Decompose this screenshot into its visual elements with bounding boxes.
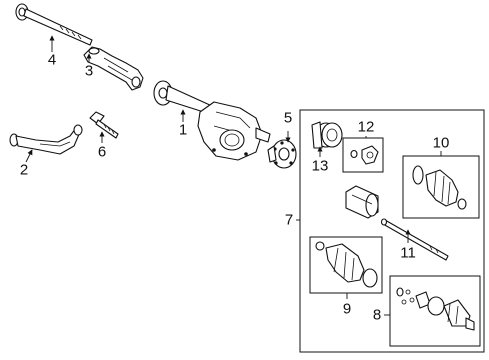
- callout-6: 6: [97, 143, 107, 161]
- stud-bolt: [89, 111, 119, 139]
- output-flange: [311, 121, 343, 149]
- callout-10: 10: [432, 134, 450, 152]
- halfshaft-assembly-box: [299, 109, 485, 353]
- callout-5: 5: [283, 109, 293, 127]
- callout-9: 9: [342, 300, 352, 318]
- callout-4: 4: [47, 51, 57, 69]
- leader-lines: [25, 35, 442, 316]
- differential-housing: [153, 80, 271, 161]
- seal-kit-parts: [350, 145, 379, 165]
- callout-3: 3: [84, 62, 94, 80]
- cv-joint-kit-box: [389, 275, 481, 347]
- axle-housing-tube: [83, 46, 144, 91]
- callout-1: 1: [178, 121, 188, 139]
- cv-joint-kit-parts: [396, 287, 475, 331]
- boot-damper: [345, 185, 379, 219]
- inner-boot-kit-box: [309, 236, 383, 294]
- seal-kit-box: [342, 137, 384, 173]
- callout-11: 11: [400, 244, 416, 262]
- outer-boot-kit-parts: [412, 165, 467, 210]
- callout-12: 12: [357, 118, 375, 136]
- control-arm: [9, 124, 83, 155]
- axle-shaft: [15, 3, 93, 46]
- intermediate-shaft: [380, 218, 449, 261]
- callout-13: 13: [311, 157, 329, 175]
- inner-boot-kit-parts: [315, 241, 378, 288]
- callout-8: 8: [372, 306, 382, 324]
- hub-flange: [267, 139, 297, 169]
- callout-7: 7: [284, 211, 294, 229]
- callout-2: 2: [19, 161, 29, 179]
